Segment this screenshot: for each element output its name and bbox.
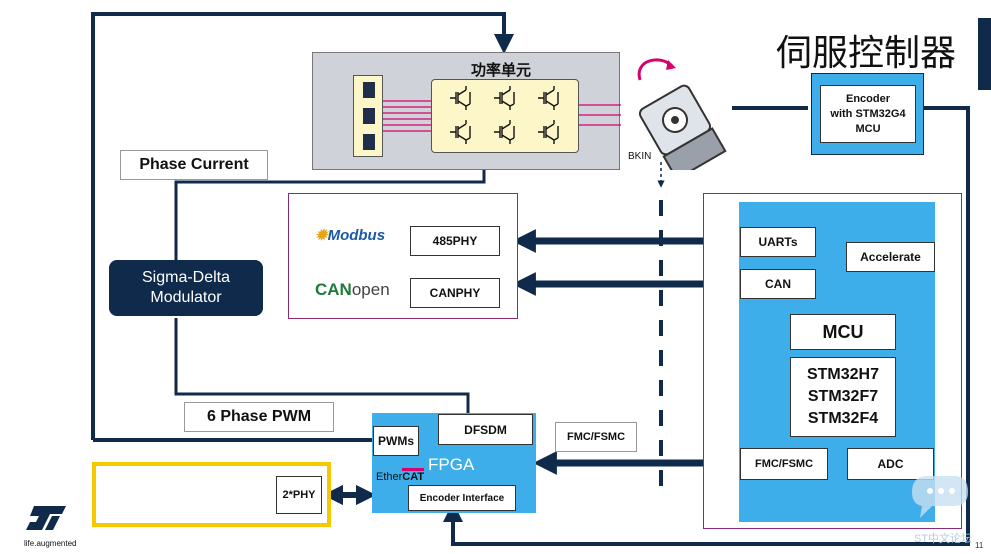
encoder-line3: MCU [855,122,881,135]
encoder-mcu-box: Encoder with STM32G4 MCU [811,73,924,155]
mcu-label-box: MCU [790,314,896,350]
motor-icon [637,58,727,170]
title-side-bar [978,18,991,90]
line-pwm-top [91,12,514,440]
st-tagline: life.augmented [24,539,77,548]
ethercat-logo: EtherCAT [376,468,425,483]
phy-can: CANPHY [410,278,500,308]
mcu-part-2: STM32F7 [807,388,879,405]
mcu-part-1: STM32H7 [806,366,880,383]
gate-wires [383,100,433,132]
canopen-logo-can: CAN [315,280,352,299]
six-phase-pwm-label: 6 Phase PWM [184,402,334,432]
phase-current-label: Phase Current [120,150,268,180]
power-unit-panel: 功率单元 [312,52,621,170]
mcu-part-3: STM32F4 [807,410,879,427]
canopen-logo: CANopen [315,280,390,300]
encoder-line2: with STM32G4 [830,107,906,120]
sigma-delta-line1: Sigma-Delta [141,269,231,286]
inverter-bridge [431,79,579,153]
sigma-delta-modulator: Sigma-Delta Modulator [109,260,263,316]
igbt-symbols [450,86,559,144]
line-sigma-to-dfsdm [174,318,470,414]
page-number: 11 [975,541,984,550]
line-phase-current [174,154,492,260]
line-encoder-loop [443,106,970,546]
mcu-parts-box: STM32H7 STM32F7 STM32F4 [790,357,896,437]
page-title: 伺服控制器 [776,33,957,74]
pwms-box: PWMs [373,426,419,456]
adc-box: ADC [847,448,934,480]
fpga-label: FPGA [428,455,475,474]
watermark-text: ST中文论坛 [914,533,973,545]
ethercat-cat: CAT [402,468,425,483]
output-wires [579,104,621,126]
gate-driver-module [353,75,383,157]
fieldbus-panel: ✹Modbus 485PHY CANopen CANPHY [288,193,518,319]
chat-bubble-icon [912,476,968,518]
canopen-logo-open: open [351,280,390,299]
sigma-delta-line2: Modulator [150,289,222,306]
can-box: CAN [740,269,816,299]
encoder-line1: Encoder [845,92,890,105]
phy2-box: 2*PHY [276,476,322,514]
st-logo-icon [26,506,66,530]
accelerate-box: Accelerate [846,242,935,272]
modbus-logo: ✹Modbus [315,227,386,244]
dfsdm-box: DFSDM [438,414,533,445]
fpga-block: DFSDM PWMs FPGA EtherCAT Encoder Interfa… [372,413,536,513]
ethercat-ether: Ether [376,471,403,483]
st-logo: life.augmented [24,504,76,548]
modbus-logo-text: Modbus [327,227,386,244]
power-unit-label: 功率单元 [471,62,532,79]
mcu-fmc-box: FMC/FSMC [740,448,828,480]
fmc-link-label: FMC/FSMC [555,422,637,452]
uarts-box: UARTs [740,227,816,257]
bkin-label: BKIN [628,151,652,162]
phy-485: 485PHY [410,226,500,256]
encoder-interface-box: Encoder Interface [408,485,516,511]
